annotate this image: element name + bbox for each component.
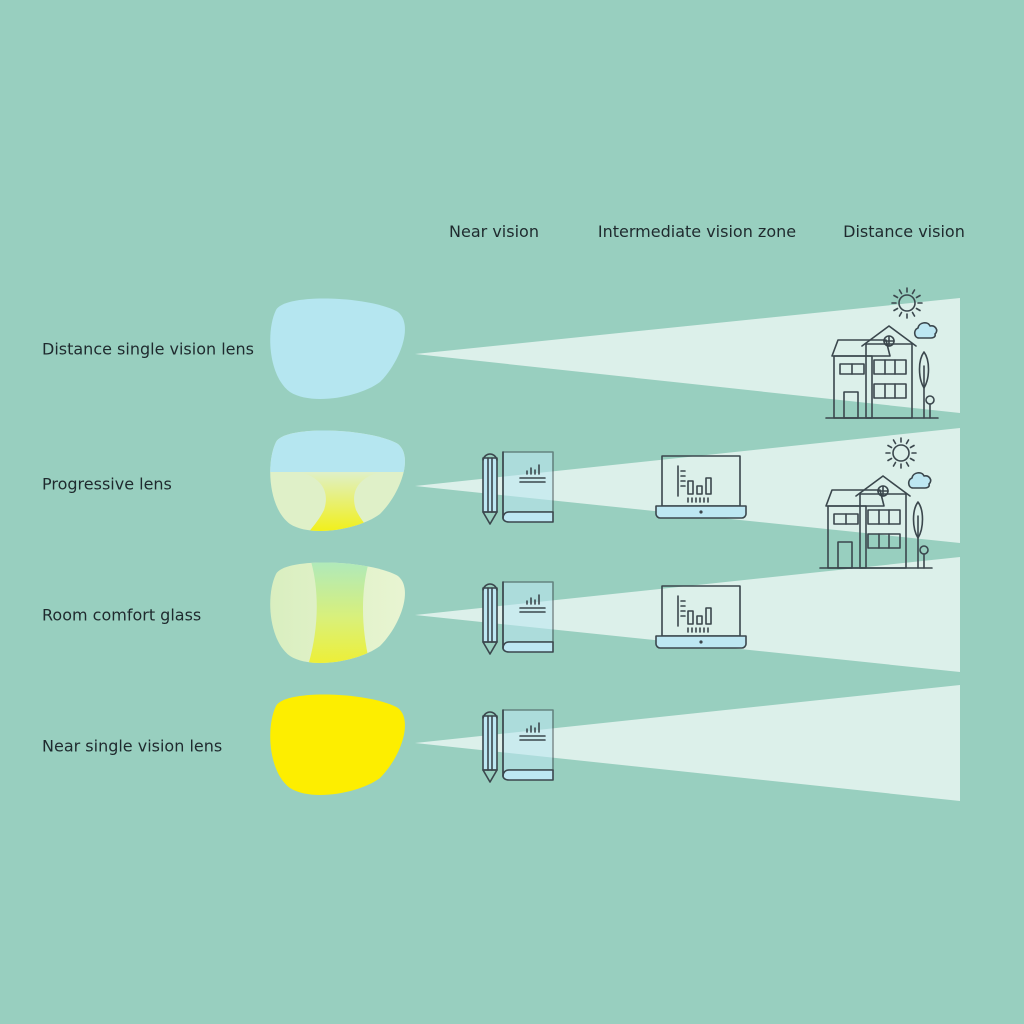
house-icon	[819, 437, 933, 569]
house-icon	[825, 287, 939, 419]
row-label-distance-single-vision: Distance single vision lens	[42, 339, 254, 359]
lens-distance-single-vision	[270, 298, 405, 399]
lens-progressive	[270, 430, 405, 531]
book-pencil-icon	[482, 581, 554, 655]
lens-near-single-vision	[270, 694, 405, 795]
laptop-chart-icon	[655, 585, 747, 649]
laptop-chart-icon	[655, 455, 747, 519]
book-pencil-icon	[482, 709, 554, 783]
column-header-near: Near vision	[449, 222, 539, 241]
row-label-room-comfort: Room comfort glass	[42, 605, 202, 625]
lens-room-comfort	[270, 562, 405, 663]
column-header-intermediate: Intermediate vision zone	[597, 222, 797, 241]
book-pencil-icon	[482, 451, 554, 525]
row-label-near-single-vision: Near single vision lens	[42, 736, 223, 756]
column-header-distance: Distance vision	[843, 222, 965, 241]
row-label-progressive: Progressive lens	[42, 474, 172, 494]
beam-near-single-vision	[415, 685, 960, 801]
beam-distance-single-vision	[415, 298, 960, 413]
